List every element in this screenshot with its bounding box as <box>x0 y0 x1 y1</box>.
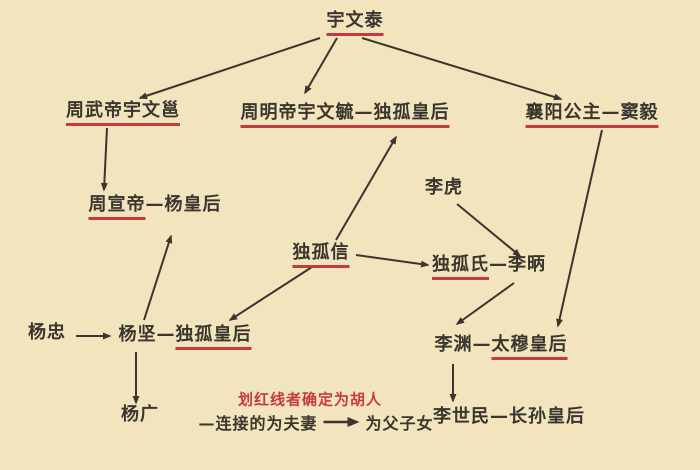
node-li-shimin-zhangsun-empress: 李世民—长孙皇后 <box>433 408 585 432</box>
node-yang-zhong: 杨忠 <box>28 324 66 348</box>
person-label: 周宣帝 <box>88 196 146 220</box>
edge-zhouwudi-zhouxuandi <box>100 127 108 192</box>
edge-duguxin-empress-yangjian <box>228 266 313 321</box>
person-label: 杨广 <box>121 404 159 425</box>
edge-duguxin-empress-zhoumingdi <box>335 135 397 241</box>
node-dugu-xin: 独孤信 <box>292 244 350 268</box>
legend-spouse-label: —连接的为夫妻 <box>198 414 318 433</box>
node-xiangyang-princess-dou-yi: 襄阳公主—窦毅 <box>525 104 659 128</box>
person-label: 襄阳公主—窦毅 <box>525 104 659 128</box>
person-label: 独孤氏 <box>432 256 489 280</box>
person-label: —李昞 <box>489 254 546 275</box>
person-label: 周明帝宇文毓—独孤皇后 <box>240 104 450 128</box>
person-label: 李世民—长孙皇后 <box>433 406 585 427</box>
person-label: 独孤信 <box>292 244 350 268</box>
node-zhou-wudi-yuwen-yong: 周武帝宇文邕 <box>66 102 180 126</box>
legend-red-note: 划红线者确定为胡人 <box>237 390 383 409</box>
person-label: 杨坚— <box>118 324 176 345</box>
person-label: 李虎 <box>425 177 463 198</box>
node-zhou-mingdi-dugu-empress: 周明帝宇文毓—独孤皇后 <box>240 104 450 128</box>
parent-child-arrow-icon <box>323 417 360 427</box>
edge-duguxin-dugushi <box>355 254 430 268</box>
node-dugu-shi-li-bing: 独孤氏—李昞 <box>432 256 546 280</box>
legend-parent-child-label: 为父子女 <box>365 414 434 433</box>
legend-relations: —连接的为夫妻 为父子女 <box>198 410 433 434</box>
person-label: 周武帝宇文邕 <box>66 102 180 126</box>
node-yang-guang: 杨广 <box>121 406 159 430</box>
node-yuwen-tai: 宇文泰 <box>326 12 384 36</box>
node-yang-jian-dugu-empress: 杨坚—独孤皇后 <box>119 326 252 350</box>
edge-yuwentai-zhouwudi <box>138 37 321 100</box>
person-label: 太穆皇后 <box>491 336 568 360</box>
node-li-hu: 李虎 <box>425 179 463 203</box>
edge-douyi-taimu <box>556 129 603 328</box>
edge-libing-liyuan <box>455 282 515 325</box>
person-label: 独孤皇后 <box>175 326 252 350</box>
person-label: 杨忠 <box>28 322 66 343</box>
edge-lihu-libing <box>456 203 522 257</box>
person-label: 宇文泰 <box>326 12 384 36</box>
node-li-yuan-taimu-empress: 李渊—太穆皇后 <box>435 336 568 360</box>
edge-yuwentai-zhoumingdi <box>304 37 338 95</box>
edge-yuwentai-xiangyang <box>361 37 563 101</box>
person-label: —杨皇后 <box>145 194 222 215</box>
person-label: 李渊— <box>434 334 492 355</box>
node-zhou-xuandi-yang-empress: 周宣帝—杨皇后 <box>88 194 222 220</box>
edge-yangjian-yanghuanghou <box>143 234 173 321</box>
